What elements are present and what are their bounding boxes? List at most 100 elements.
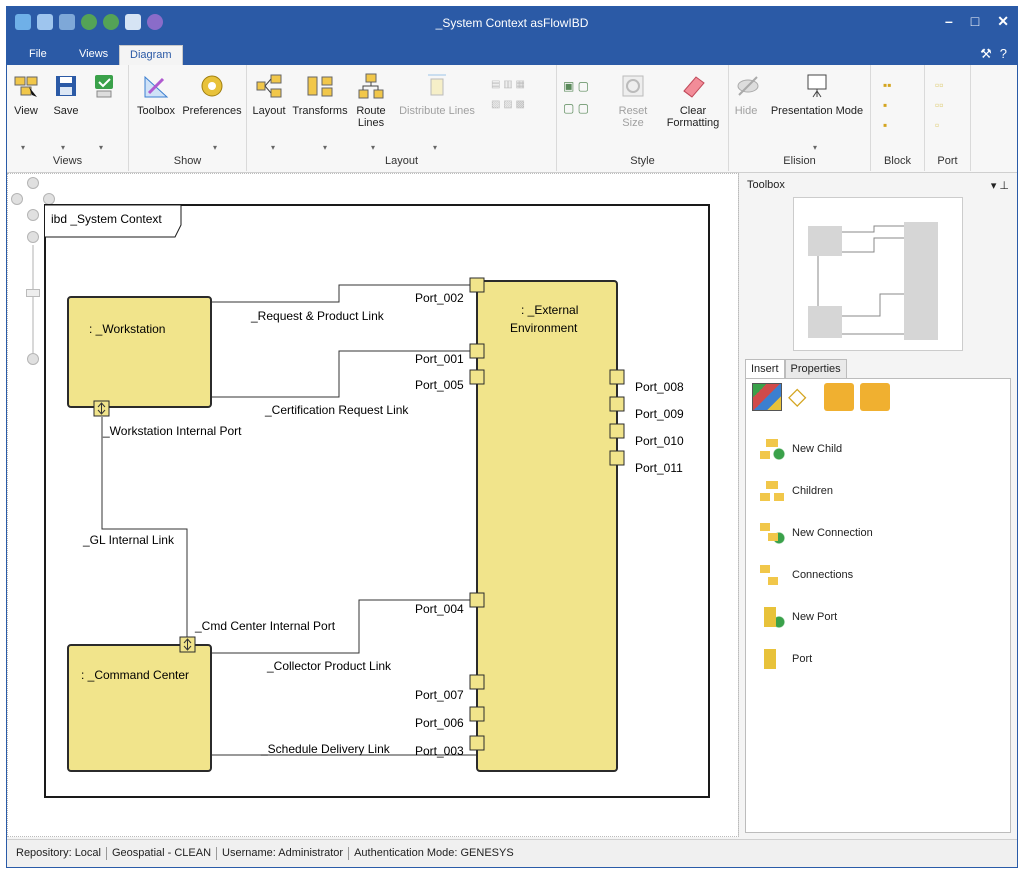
link-gl-internal[interactable] <box>101 417 188 637</box>
tab-diagram[interactable]: Diagram <box>119 45 183 65</box>
hide-eye-icon <box>737 76 759 96</box>
view-button[interactable]: View <box>11 71 41 117</box>
diagram-frame <box>44 204 710 798</box>
hide-button[interactable]: Hide <box>733 71 759 117</box>
quick-access-toolbar <box>15 14 163 30</box>
align-icons: ▤ ▥ ▦▧ ▨ ▩ <box>491 79 525 110</box>
link-certification-request[interactable] <box>211 350 477 398</box>
port-008[interactable] <box>609 369 625 385</box>
minimize-icon[interactable]: – <box>945 13 953 29</box>
insert-new-child[interactable]: New Child <box>758 437 842 461</box>
port-001[interactable] <box>469 343 485 359</box>
insert-connections[interactable]: Connections <box>758 563 853 587</box>
block-icons: ▪▪▪▪ <box>883 78 892 132</box>
insert-new-port[interactable]: New Port <box>758 605 837 629</box>
transforms-icon <box>307 76 333 97</box>
group-label-layout: Layout <box>384 155 419 167</box>
app-logo-icon[interactable] <box>15 14 31 30</box>
port-label-008: Port_008 <box>635 380 684 394</box>
insert-children[interactable]: Children <box>758 479 833 503</box>
link-collector-product[interactable] <box>211 599 477 654</box>
zoom-in-icon[interactable] <box>27 231 39 243</box>
label-workstation-internal-port: _Workstation Internal Port <box>102 424 242 438</box>
layout-button[interactable]: Layout <box>251 71 287 117</box>
toolbox-button[interactable]: Toolbox <box>133 71 179 117</box>
diamond-icon[interactable]: ◇ <box>788 383 807 410</box>
folder-blue-icon[interactable] <box>824 383 854 411</box>
group-label-views: Views <box>52 155 83 167</box>
insert-new-connection[interactable]: New Connection <box>758 521 873 545</box>
distribute-lines-button[interactable]: Distribute Lines <box>397 71 477 117</box>
port-009[interactable] <box>609 396 625 412</box>
reset-size-button[interactable]: Reset Size <box>613 71 653 129</box>
block-command-center[interactable] <box>67 644 212 772</box>
port-label-007: Port_007 <box>415 688 464 702</box>
port-005[interactable] <box>469 369 485 385</box>
insert-port[interactable]: Port <box>758 647 812 671</box>
toolbox-icon <box>144 75 169 98</box>
block-grid-icon[interactable] <box>752 383 782 411</box>
style-icons: ▣ ▢▢ ▢ <box>563 79 590 115</box>
clear-formatting-button[interactable]: Clear Formatting <box>661 71 725 129</box>
redo-icon[interactable] <box>59 14 75 30</box>
label-schedule-delivery-link: _Schedule Delivery Link <box>260 742 391 756</box>
help-icon[interactable]: ? <box>999 46 1007 61</box>
route-lines-button[interactable]: Route Lines <box>353 71 389 129</box>
port-010[interactable] <box>609 423 625 439</box>
port-label-004: Port_004 <box>415 602 464 616</box>
port-004[interactable] <box>469 592 485 608</box>
block-external-environment[interactable] <box>476 280 618 772</box>
label-cmd-center-internal-port: _Cmd Center Internal Port <box>194 619 336 633</box>
label-certification-request-link: _Certification Request Link <box>264 403 409 417</box>
label-gl-internal-link: _GL Internal Link <box>82 533 175 547</box>
pin-icon[interactable]: ▾ ⊥ <box>990 180 1009 192</box>
info-icon[interactable] <box>147 14 163 30</box>
tab-insert[interactable]: Insert <box>745 359 785 379</box>
save-button[interactable]: Save <box>51 71 81 117</box>
zoom-slider-thumb[interactable] <box>26 289 40 297</box>
presentation-mode-button[interactable]: Presentation Mode <box>767 71 867 117</box>
tab-file[interactable]: File <box>29 48 47 60</box>
tab-properties[interactable]: Properties <box>784 359 847 379</box>
new-connection-icon <box>758 521 786 545</box>
close-icon[interactable]: ✕ <box>997 13 1009 29</box>
preferences-button[interactable]: Preferences <box>181 71 243 117</box>
back-icon[interactable] <box>81 14 97 30</box>
insert-mode-icons: ◇ <box>752 383 890 411</box>
undo-icon[interactable] <box>37 14 53 30</box>
ibd-diagram: ibd _System Context : _Workstation _Work… <box>44 204 710 798</box>
grid-icon[interactable] <box>125 14 141 30</box>
port-007[interactable] <box>469 674 485 690</box>
zoom-slider-track[interactable] <box>32 245 34 353</box>
pan-left-icon[interactable] <box>11 193 23 205</box>
folder-stack-icon[interactable] <box>860 383 890 411</box>
maximize-icon[interactable]: □ <box>970 13 980 29</box>
port-006[interactable] <box>469 706 485 722</box>
zoom-out-icon[interactable] <box>27 353 39 365</box>
ribbon-group-layout: Layout Transforms Route Lines Distribute… <box>247 65 557 171</box>
pan-down-icon[interactable] <box>27 209 39 221</box>
forward-icon[interactable] <box>103 14 119 30</box>
diagram-canvas[interactable]: ibd _System Context : _Workstation _Work… <box>7 173 739 837</box>
port-label-010: Port_010 <box>635 434 684 448</box>
diagram-overview[interactable] <box>793 197 963 351</box>
app-window: _System Context asFlowIBD – □ ✕ File Vie… <box>6 6 1018 868</box>
block-workstation[interactable] <box>67 296 212 408</box>
group-label-show: Show <box>173 155 202 167</box>
tools-icon[interactable]: ⚒ <box>980 46 992 61</box>
window-title: _System Context asFlowIBD <box>435 16 589 30</box>
tab-views[interactable]: Views <box>79 48 109 60</box>
link-request-product[interactable] <box>211 284 477 303</box>
ribbon-group-show: Toolbox Preferences ▾ Show <box>129 65 247 171</box>
group-label-elision: Elision <box>783 155 816 167</box>
pan-up-icon[interactable] <box>27 177 39 189</box>
port-003[interactable] <box>469 735 485 751</box>
transforms-button[interactable]: Transforms <box>291 71 349 117</box>
toolbox-panel: Toolbox ▾ ⊥ Insert Properties ◇ New <box>741 173 1017 837</box>
port-002[interactable] <box>469 277 485 293</box>
validate-button[interactable] <box>89 71 119 105</box>
connections-icon <box>758 563 786 587</box>
status-username: Username: Administrator <box>217 847 350 860</box>
distribute-lines-icon <box>428 74 446 96</box>
port-011[interactable] <box>609 450 625 466</box>
